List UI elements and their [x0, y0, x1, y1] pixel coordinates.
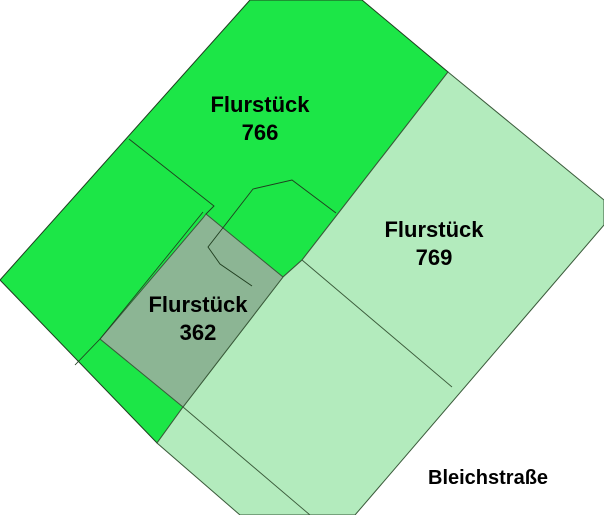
boundary-line	[182, 406, 311, 515]
street-label: Bleichstraße	[428, 467, 549, 489]
boundary-line	[74, 338, 101, 366]
parcel-766-label-number: 766	[241, 120, 279, 145]
boundary-line	[221, 179, 337, 230]
parcel-766-label: Flurstück 766	[210, 91, 309, 147]
parcel-362-label: Flurstück 362	[148, 291, 247, 347]
boundary-line	[99, 211, 204, 340]
boundary-line	[128, 138, 215, 215]
boundary-line	[301, 259, 453, 388]
boundary-line	[207, 228, 253, 287]
parcel-362-area[interactable]	[99, 213, 284, 408]
parcel-769-label-number: 769	[415, 245, 453, 270]
parcel-362-label-number: 362	[179, 320, 217, 345]
parcel-769-label-line1: Flurstück	[384, 217, 484, 242]
parcel-769-label: Flurstück 769	[384, 216, 483, 272]
parcel-362-label-line1: Flurstück	[148, 292, 248, 317]
parcel-766-label-line1: Flurstück	[210, 92, 310, 117]
parcel-769-area[interactable]	[156, 71, 604, 515]
